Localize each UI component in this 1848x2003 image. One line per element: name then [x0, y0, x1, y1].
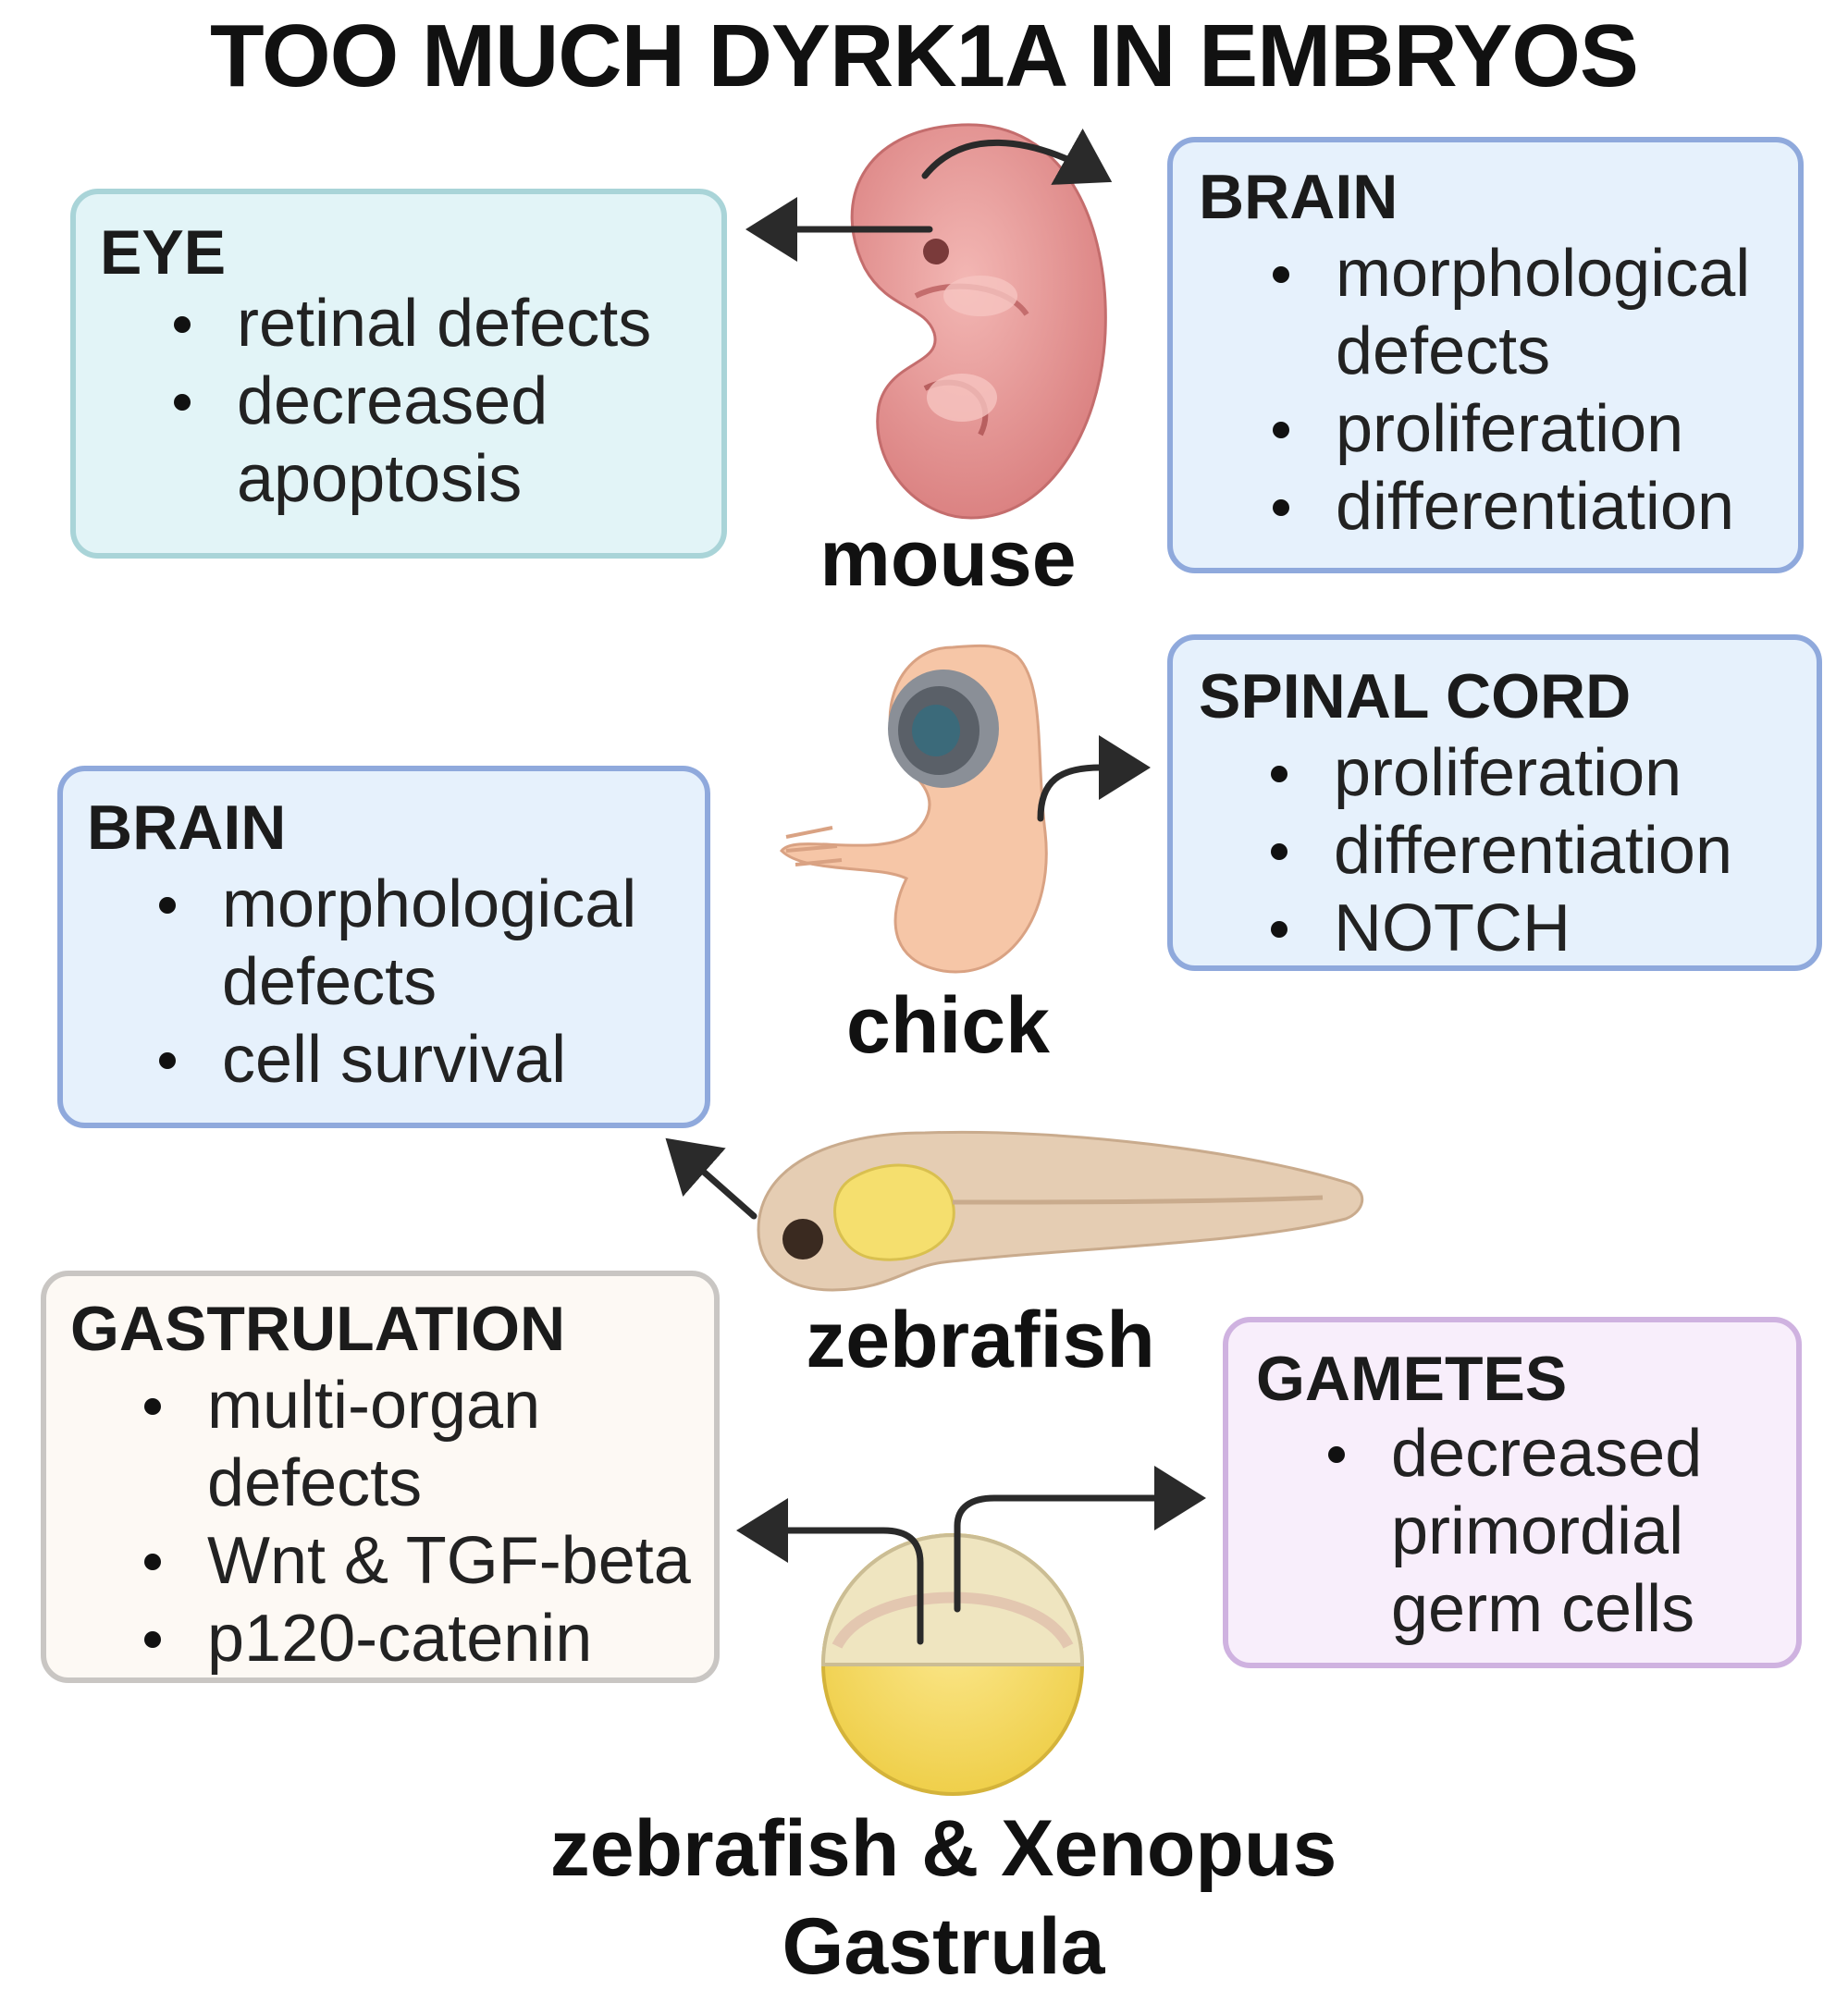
- zebrafish-label: zebrafish: [806, 1296, 1155, 1384]
- list-item: cell survival: [159, 1021, 694, 1099]
- fish-brain-box: BRAIN morphological defects cell surviva…: [57, 766, 710, 1128]
- arrow-gastrula-to-gametes: [954, 1466, 1206, 1613]
- spinal-cord-box-list: proliferation differentiation NOTCH: [1271, 734, 1815, 967]
- list-item: multi-organ defects: [144, 1367, 707, 1522]
- figure-title: TOO MUCH DYRK1A IN EMBRYOS: [210, 6, 1639, 105]
- fish-brain-box-list: morphological defects cell survival: [159, 866, 694, 1099]
- spinal-cord-box-title: SPINAL CORD: [1199, 661, 1632, 731]
- eye-box-title: EYE: [100, 217, 227, 288]
- gastrulation-box-title: GASTRULATION: [70, 1294, 566, 1364]
- gametes-box: GAMETES decreased primordial germ cells: [1223, 1317, 1802, 1668]
- arrow-mouse-to-brain: [921, 128, 1113, 185]
- list-item: differentiation: [1271, 812, 1815, 890]
- chick-label: chick: [846, 981, 1050, 1070]
- gastrula-label-line2: Gastrula: [782, 1902, 1105, 1991]
- list-item: morphological defects: [159, 866, 694, 1021]
- list-item: decreased primordial germ cells: [1328, 1415, 1780, 1648]
- arrow-chick-to-spinal-cord: [1037, 735, 1151, 822]
- arrow-zebrafish-to-brain: [665, 1137, 758, 1220]
- list-item: differentiation: [1273, 468, 1789, 546]
- mouse-brain-box-list: morphological defects proliferation diff…: [1273, 235, 1789, 546]
- eye-box: EYE retinal defects decreased apoptosis: [70, 189, 727, 559]
- list-item: Wnt & TGF-beta: [144, 1522, 707, 1600]
- list-item: p120-catenin: [144, 1600, 707, 1677]
- gastrula-label-line1: zebrafish & Xenopus: [549, 1804, 1337, 1893]
- fish-brain-box-title: BRAIN: [87, 793, 287, 863]
- gastrulation-box-list: multi-organ defects Wnt & TGF-beta p120-…: [144, 1367, 707, 1677]
- mouse-embryo-illustration: [850, 123, 1107, 520]
- gametes-box-list: decreased primordial germ cells: [1328, 1415, 1780, 1648]
- mouse-label: mouse: [819, 514, 1077, 603]
- gastrula-illustration: [820, 1533, 1085, 1796]
- list-item: NOTCH: [1271, 890, 1815, 967]
- spinal-cord-box: SPINAL CORD proliferation differentiatio…: [1167, 634, 1822, 971]
- list-item: morphological defects: [1273, 235, 1789, 390]
- gastrulation-box: GASTRULATION multi-organ defects Wnt & T…: [41, 1271, 720, 1683]
- list-item: decreased apoptosis: [174, 363, 718, 518]
- list-item: proliferation: [1271, 734, 1815, 812]
- zebrafish-larva-illustration: [757, 1130, 1364, 1292]
- mouse-brain-box: BRAIN morphological defects proliferatio…: [1167, 137, 1804, 573]
- gametes-box-title: GAMETES: [1256, 1344, 1568, 1414]
- arrows: [665, 128, 1206, 1645]
- arrow-gastrula-to-gastrulation: [736, 1498, 924, 1645]
- eye-box-list: retinal defects decreased apoptosis: [174, 285, 718, 518]
- mouse-brain-box-title: BRAIN: [1199, 162, 1398, 232]
- list-item: retinal defects: [174, 285, 718, 363]
- list-item: proliferation: [1273, 390, 1789, 468]
- chick-embryo-illustration: [780, 644, 1048, 974]
